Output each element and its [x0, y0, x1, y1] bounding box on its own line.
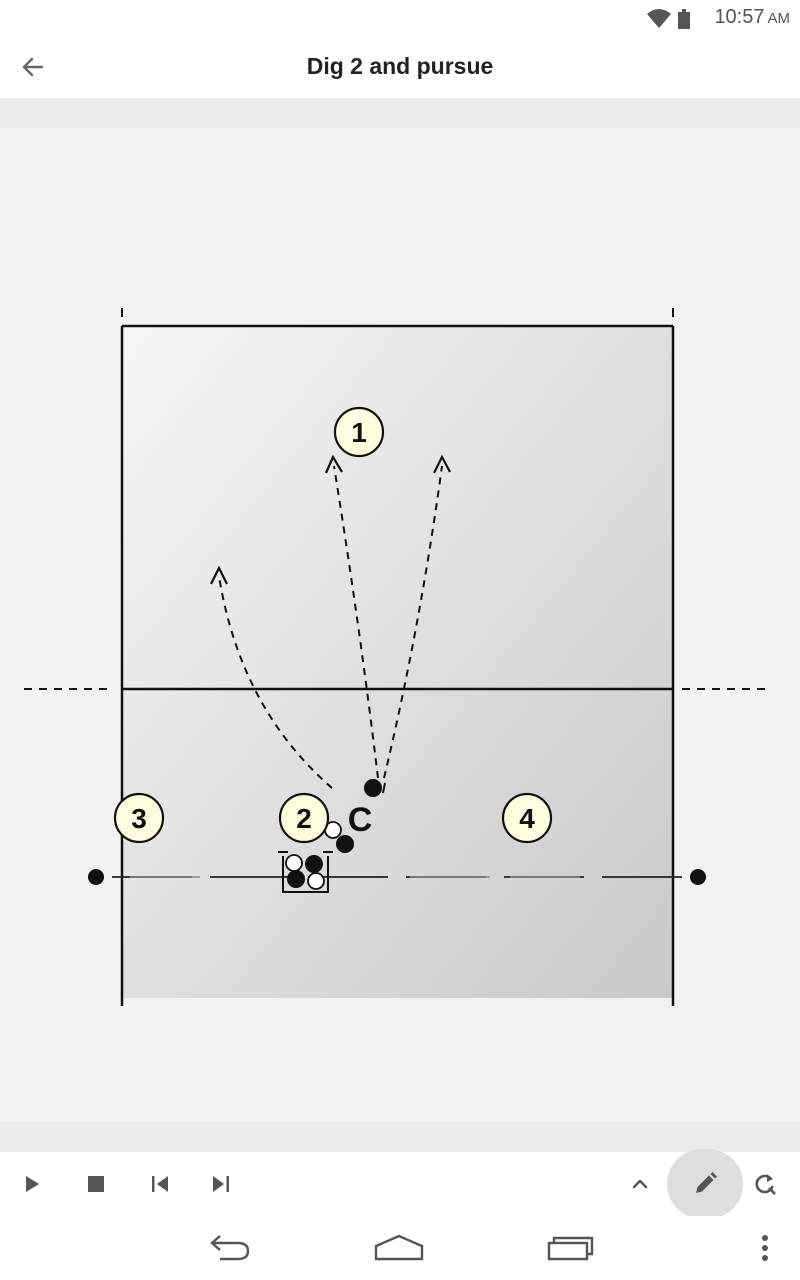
stop-button[interactable] [74, 1162, 118, 1206]
system-recents-button[interactable] [535, 1224, 605, 1272]
arrow-left-icon [22, 57, 44, 77]
ball-motion-mark [382, 782, 386, 794]
player-2-label: 2 [296, 803, 312, 834]
ball [364, 779, 382, 797]
nav-back-icon [210, 1235, 250, 1261]
nav-recent-apps-icon [547, 1236, 594, 1261]
wifi-icon [647, 9, 671, 28]
content-bottom-margin [0, 1122, 800, 1152]
back-button[interactable] [12, 46, 54, 88]
edit-button[interactable] [667, 1149, 743, 1219]
net-post-left [88, 869, 104, 885]
player-4[interactable]: 4 [501, 792, 553, 844]
drill-canvas[interactable]: C 1 2 3 4 [0, 128, 800, 1122]
playback-toolbar [0, 1149, 800, 1219]
play-button[interactable] [10, 1162, 54, 1206]
replay-button[interactable] [743, 1162, 787, 1206]
system-navigation-bar [0, 1216, 800, 1280]
ball-path-center [324, 454, 379, 779]
clock-time: 10:57 [714, 6, 765, 28]
player-2[interactable]: 2 [278, 792, 330, 844]
net-post-right [690, 869, 706, 885]
battery-icon [678, 9, 690, 29]
next-step-button[interactable] [199, 1162, 243, 1206]
ball-path-left [210, 565, 333, 789]
overflow-menu-button[interactable] [730, 1224, 800, 1272]
chevron-up-icon [632, 1179, 648, 1189]
skip-previous-icon [152, 1176, 168, 1192]
app-bar: Dig 2 and pursue [0, 36, 800, 98]
ball [336, 835, 354, 853]
player-1[interactable]: 1 [333, 406, 385, 458]
overflow-menu-icon [762, 1235, 768, 1261]
drill-diagram[interactable]: C 1 2 3 4 [0, 128, 800, 1122]
ball-basket [278, 851, 333, 893]
player-3[interactable]: 3 [113, 792, 165, 844]
pencil-icon [696, 1172, 717, 1193]
stop-icon [88, 1176, 104, 1192]
status-icons [645, 6, 705, 35]
nav-home-icon [374, 1234, 424, 1261]
clock-ampm: AM [767, 10, 791, 27]
previous-step-button[interactable] [138, 1162, 182, 1206]
system-home-button[interactable] [364, 1224, 434, 1272]
page-title: Dig 2 and pursue [306, 53, 494, 79]
player-4-label: 4 [519, 803, 535, 834]
player-3-label: 3 [131, 803, 147, 834]
ball-path-right [383, 454, 451, 779]
court-surface [122, 326, 673, 998]
content-top-margin [0, 98, 800, 128]
play-icon [26, 1176, 39, 1192]
skip-next-icon [213, 1176, 229, 1192]
system-back-button[interactable] [194, 1224, 264, 1272]
replay-icon [755, 1174, 776, 1195]
coach-label: C [348, 801, 373, 839]
player-1-label: 1 [351, 417, 367, 448]
expand-button[interactable] [618, 1162, 662, 1206]
